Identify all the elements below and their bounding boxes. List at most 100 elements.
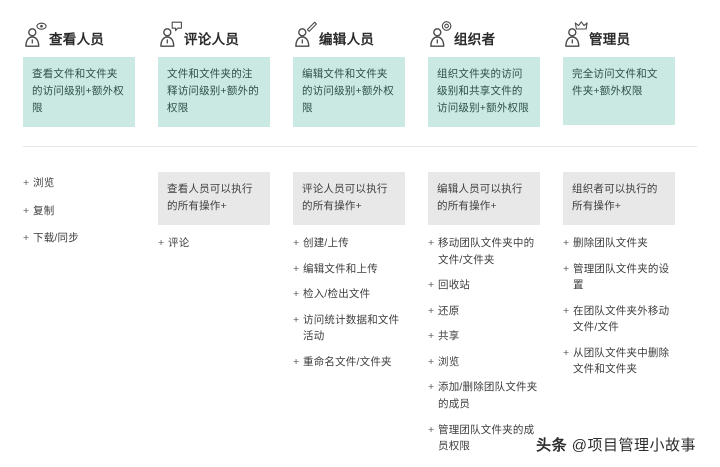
list-item: + 浏览 xyxy=(428,354,540,371)
permission-label: 编辑文件和上传 xyxy=(303,262,378,275)
bullet-plus-icon: + xyxy=(563,304,570,317)
role-description: 文件和文件夹的注释访问级别+额外的权限 xyxy=(158,57,270,127)
bullet-plus-icon: + xyxy=(563,346,570,359)
permission-label: 评论 xyxy=(168,237,190,249)
role-title: 组织者 xyxy=(454,31,496,47)
role-header: 查看人员 xyxy=(23,18,135,48)
watermark-handle: @项目管理小故事 xyxy=(571,437,696,454)
permission-column-organizer: 编辑人员可以执行的所有操作+ + 移动团队文件夹中的文件/文件夹 + 回收站 +… xyxy=(428,172,540,464)
permission-label: 添加/删除团队文件夹的成员 xyxy=(438,381,538,411)
permission-banner: 评论人员可以执行的所有操作+ xyxy=(293,172,405,225)
permission-list: + 评论 xyxy=(158,235,270,252)
permission-label: 从团队文件夹中删除文件和文件夹 xyxy=(573,346,670,376)
bullet-plus-icon: + xyxy=(428,279,435,292)
permission-banner: 查看人员可以执行的所有操作+ xyxy=(158,172,270,225)
bullet-plus-icon: + xyxy=(23,177,30,189)
bullet-plus-icon: + xyxy=(23,204,30,217)
role-description: 查看文件和文件夹的访问级别+额外权限 xyxy=(23,57,135,127)
list-item: + 添加/删除团队文件夹的成员 xyxy=(428,379,540,412)
role-column-organizer: 组织者 组织文件夹的访问级别和共享文件的访问级别+额外权限 xyxy=(428,18,540,127)
bullet-plus-icon: + xyxy=(293,355,300,368)
permission-label: 回收站 xyxy=(438,279,471,292)
role-column-viewer: 查看人员 查看文件和文件夹的访问级别+额外权限 xyxy=(23,18,135,127)
bullet-plus-icon: + xyxy=(428,304,435,317)
bullet-plus-icon: + xyxy=(158,237,165,249)
person-pencil-icon xyxy=(293,20,319,48)
bullet-plus-icon: + xyxy=(428,381,435,394)
role-column-admin: 管理员 完全访问文件和文件夹+额外权限 xyxy=(563,18,675,127)
permission-label: 在团队文件夹外移动文件/文件 xyxy=(573,304,670,334)
list-item: + 回收站 xyxy=(428,277,540,294)
permission-banner: 编辑人员可以执行的所有操作+ xyxy=(428,172,540,225)
permission-column-viewer: + 浏览 + 复制 + 下载/同步 xyxy=(23,172,135,258)
permission-label: 共享 xyxy=(438,330,460,343)
bullet-plus-icon: + xyxy=(293,237,300,249)
bullet-plus-icon: + xyxy=(428,330,435,343)
permission-label: 创建/上传 xyxy=(303,237,349,249)
list-item: + 评论 xyxy=(158,235,270,252)
role-description: 编辑文件和文件夹的访问级别+额外权限 xyxy=(293,57,405,127)
role-header: 组织者 xyxy=(428,18,540,48)
permission-label: 访问统计数据和文件活动 xyxy=(303,313,400,343)
permission-label: 管理团队文件夹的设置 xyxy=(573,262,670,292)
permission-label: 浏览 xyxy=(33,177,55,189)
role-title: 管理员 xyxy=(589,31,631,47)
permission-label: 下载/同步 xyxy=(33,232,79,245)
role-header: 评论人员 xyxy=(158,18,270,48)
permission-column-commenter: 查看人员可以执行的所有操作+ + 评论 xyxy=(158,172,270,261)
permission-list: + 创建/上传 + 编辑文件和上传 + 检入/检出文件 + 访问统计数据和文件活… xyxy=(293,235,405,370)
list-item: + 管理团队文件夹的设置 xyxy=(563,261,675,294)
permission-label: 移动团队文件夹中的文件/文件夹 xyxy=(438,237,535,266)
person-eye-icon xyxy=(23,20,49,48)
permission-label: 还原 xyxy=(438,304,460,317)
list-item: + 下载/同步 xyxy=(23,230,135,247)
list-item: + 访问统计数据和文件活动 xyxy=(293,312,405,345)
bullet-plus-icon: + xyxy=(293,262,300,275)
list-item: + 创建/上传 xyxy=(293,235,405,252)
list-item: + 浏览 xyxy=(23,175,135,192)
role-description: 完全访问文件和文件夹+额外权限 xyxy=(563,57,675,125)
bullet-plus-icon: + xyxy=(563,262,570,275)
list-item: + 管理团队文件夹的成员权限 xyxy=(428,422,540,455)
role-title: 编辑人员 xyxy=(319,31,375,47)
role-title: 查看人员 xyxy=(49,31,105,47)
section-divider xyxy=(23,146,697,147)
permission-column-admin: 组织者可以执行的所有操作+ + 删除团队文件夹 + 管理团队文件夹的设置 + 在… xyxy=(563,172,675,387)
watermark-brand: 头条 xyxy=(536,437,568,454)
list-item: + 删除团队文件夹 xyxy=(563,235,675,252)
person-comment-icon xyxy=(158,20,184,48)
bullet-plus-icon: + xyxy=(563,237,570,249)
role-header: 管理员 xyxy=(563,18,675,48)
bullet-plus-icon: + xyxy=(293,313,300,326)
list-item: + 还原 xyxy=(428,303,540,320)
role-column-editor: 编辑人员 编辑文件和文件夹的访问级别+额外权限 xyxy=(293,18,405,127)
list-item: + 共享 xyxy=(428,328,540,345)
list-item: + 编辑文件和上传 xyxy=(293,261,405,278)
roles-row: 查看人员 查看文件和文件夹的访问级别+额外权限 评论人员 文件和文件夹的注释访问… xyxy=(23,0,697,127)
permission-list: + 浏览 + 复制 + 下载/同步 xyxy=(23,175,135,247)
permission-label: 浏览 xyxy=(438,355,460,368)
permissions-row: + 浏览 + 复制 + 下载/同步 查看人员可以执行的所有操作+ + 评论 xyxy=(23,147,697,464)
list-item: + 检入/检出文件 xyxy=(293,286,405,303)
role-column-commenter: 评论人员 文件和文件夹的注释访问级别+额外的权限 xyxy=(158,18,270,127)
permission-label: 检入/检出文件 xyxy=(303,288,371,301)
bullet-plus-icon: + xyxy=(428,355,435,368)
permission-label: 重命名文件/文件夹 xyxy=(303,355,392,368)
permission-column-editor: 评论人员可以执行的所有操作+ + 创建/上传 + 编辑文件和上传 + 检入/检出… xyxy=(293,172,405,379)
person-target-icon xyxy=(428,20,454,48)
permission-list: + 删除团队文件夹 + 管理团队文件夹的设置 + 在团队文件夹外移动文件/文件 … xyxy=(563,235,675,378)
permission-list: + 移动团队文件夹中的文件/文件夹 + 回收站 + 还原 + 共享 + 浏览 xyxy=(428,235,540,455)
bullet-plus-icon: + xyxy=(293,288,300,301)
role-header: 编辑人员 xyxy=(293,18,405,48)
list-item: + 复制 xyxy=(23,203,135,220)
bullet-plus-icon: + xyxy=(428,423,435,436)
bullet-plus-icon: + xyxy=(23,232,30,245)
bullet-plus-icon: + xyxy=(428,237,435,249)
permission-label: 删除团队文件夹 xyxy=(573,237,648,249)
list-item: + 从团队文件夹中删除文件和文件夹 xyxy=(563,345,675,378)
list-item: + 移动团队文件夹中的文件/文件夹 xyxy=(428,235,540,268)
watermark: 头条 @项目管理小故事 xyxy=(536,434,696,455)
role-description: 组织文件夹的访问级别和共享文件的访问级别+额外权限 xyxy=(428,57,540,127)
list-item: + 在团队文件夹外移动文件/文件 xyxy=(563,303,675,336)
